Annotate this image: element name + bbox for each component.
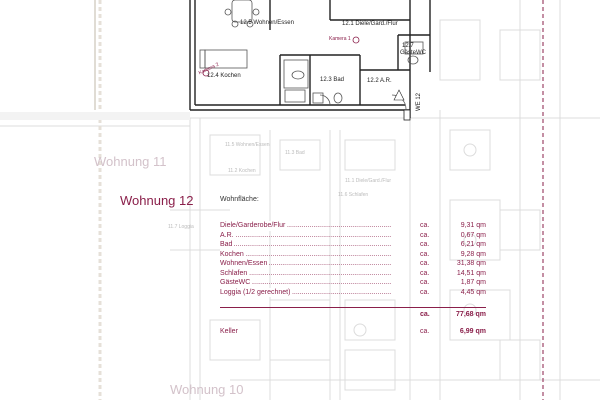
apartment-title: Wohnung 12 <box>120 193 194 208</box>
leader-dots: ........................................… <box>220 222 392 229</box>
room-label-kochen: 12.4 Kochen <box>207 73 241 79</box>
area-row-value: 31,38 qm <box>456 260 486 267</box>
leader-dots: ........................................… <box>220 241 392 248</box>
furniture <box>199 0 424 110</box>
area-row-value: 9,31 qm <box>460 222 486 229</box>
total-rule <box>220 307 486 308</box>
leader-dots: ........................................… <box>220 260 392 267</box>
leader-dots: ........................................… <box>220 288 392 296</box>
area-row-label: Loggia (1/2 gerechnet) <box>220 287 293 297</box>
area-row-prefix: ca. <box>420 250 430 258</box>
leader-dots: ........................................… <box>220 231 392 239</box>
faint-room-label: 11.3 Bad <box>285 150 305 156</box>
faint-room-label: 11.1 Diele/Gard./Flur <box>345 178 392 184</box>
leader-dots: ........................................… <box>220 269 392 277</box>
area-row: ........................................… <box>220 268 486 278</box>
area-row-label: Wohnen/Essen <box>220 259 270 269</box>
area-row: ........................................… <box>220 221 486 231</box>
keller-row: Keller ca. 6,99 qm <box>220 328 486 335</box>
area-row-label: Diele/Garderobe/Flur <box>220 221 288 231</box>
area-row-prefix: ca. <box>420 260 430 267</box>
faint-room-label: 11.5 Wohnen/Essen <box>225 142 270 148</box>
area-row-value: 1,87 qm <box>460 279 486 286</box>
room-label-bad: 12.3 Bad <box>320 77 345 83</box>
area-row-prefix: ca. <box>420 222 430 229</box>
entrance-marker <box>393 89 411 121</box>
area-rows: ........................................… <box>220 221 486 297</box>
area-row: ........................................… <box>220 278 486 288</box>
apartment-10-label: Wohnung 10 <box>170 382 244 397</box>
total-value: 77,68 qm <box>456 311 486 318</box>
room-label-diele: 12.1 Diele/Gard./Flur <box>342 21 398 27</box>
area-row-prefix: ca. <box>420 279 430 286</box>
area-row: ........................................… <box>220 259 486 269</box>
area-row-label: Schlafen <box>220 268 250 278</box>
apartment-walls <box>189 0 431 118</box>
area-row-label: GästeWC <box>220 278 253 288</box>
apartment-11-label: Wohnung 11 <box>94 154 167 169</box>
area-row-value: 4,45 qm <box>460 288 486 296</box>
area-row-prefix: ca. <box>420 231 430 239</box>
keller-prefix: ca. <box>420 328 430 335</box>
room-label-gaestewc-number: 12.7 <box>402 43 414 49</box>
keller-value: 6,99 qm <box>459 328 486 335</box>
area-row-label: Kochen <box>220 249 246 259</box>
area-row-prefix: ca. <box>420 241 430 248</box>
area-row-value: 0,67 qm <box>460 231 486 239</box>
area-row-label: A.R. <box>220 230 236 240</box>
total-prefix: ca. <box>420 311 430 318</box>
area-row: ........................................… <box>220 287 486 297</box>
area-heading: Wohnfläche: <box>220 196 259 203</box>
we-label: WE 12 <box>416 92 422 111</box>
area-row: ........................................… <box>220 249 486 259</box>
room-label-wohnen: 12.5 Wohnen/Essen <box>240 20 294 26</box>
faint-room-label: 11.6 Schlafen <box>338 192 369 198</box>
camera-symbols <box>202 36 360 77</box>
area-row-prefix: ca. <box>420 288 430 296</box>
keller-label: Keller <box>220 328 238 335</box>
area-row-label: Bad <box>220 240 235 250</box>
room-label-ar: 12.2 A.R. <box>367 78 392 84</box>
faint-room-label: 11.7 Loggia <box>168 224 194 230</box>
leader-dots: ........................................… <box>220 279 392 286</box>
area-row-prefix: ca. <box>420 269 430 277</box>
balcony-strip <box>0 112 190 120</box>
area-row-value: 14,51 qm <box>456 269 486 277</box>
total-area: ca. 77,68 qm <box>420 311 486 318</box>
area-row-value: 9,28 qm <box>460 250 486 258</box>
room-label-gaestewc-name: GästeWC <box>400 50 427 56</box>
faint-room-label: 11.2 Kochen <box>228 168 256 174</box>
leader-dots: ........................................… <box>220 250 392 258</box>
camera-label: Kamera 1 <box>329 36 351 42</box>
area-row-value: 6,21 qm <box>460 241 486 248</box>
area-row: ........................................… <box>220 230 486 240</box>
area-row: ........................................… <box>220 240 486 250</box>
area-table: Wohnfläche: ............................… <box>220 196 486 335</box>
